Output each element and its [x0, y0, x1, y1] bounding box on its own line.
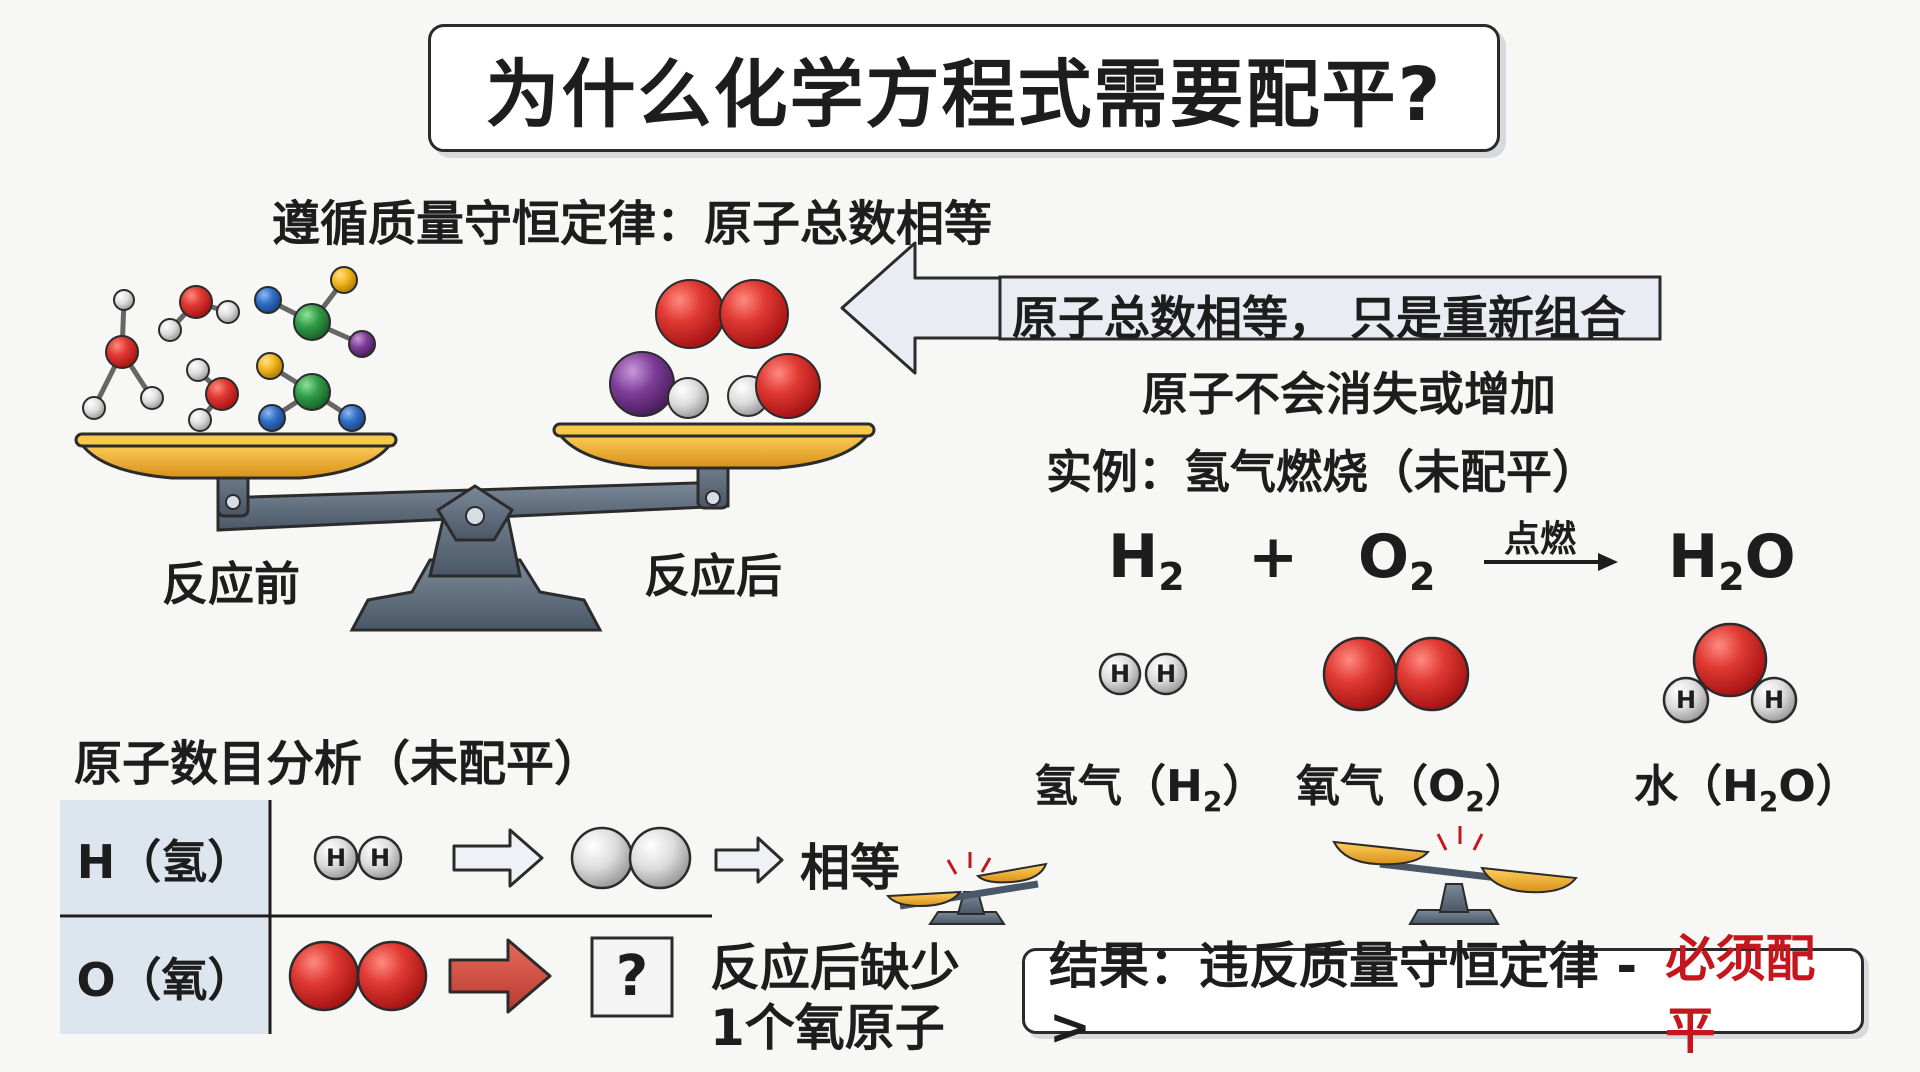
principle-text: 遵循质量守恒定律：原子总数相等 — [272, 196, 993, 252]
small-scale-table — [886, 852, 1048, 925]
arrow-label-box — [998, 275, 1662, 341]
small-scale-result — [1332, 826, 1578, 925]
equation-h2o: H2O — [1668, 522, 1796, 599]
atom-label: H — [1676, 686, 1697, 714]
h-row-reactant — [313, 835, 403, 881]
left-pan — [77, 440, 395, 480]
equation-plus: + — [1248, 522, 1299, 592]
row-label-o: O（氧） — [76, 953, 254, 1007]
reaction-arrow-icon — [1484, 553, 1618, 571]
title-box: 为什么化学方程式需要配平? — [428, 24, 1500, 152]
equal-arrow-icon — [714, 836, 784, 884]
example-h2o-molecule — [1662, 622, 1798, 724]
name-h2o: 水（H2O） — [1634, 761, 1860, 818]
arrow-note-line2: 原子不会消失或增加 — [1142, 367, 1556, 421]
h-row-product — [570, 826, 692, 890]
balance-left-label: 反应前 — [162, 557, 300, 611]
o-row-result-line1: 反应后缺少 — [710, 939, 960, 997]
equation-o2: O2 — [1358, 522, 1436, 599]
reactant-molecules — [82, 266, 376, 432]
o-row-result-line2: 1个氧原子 — [710, 999, 945, 1057]
h-row-arrow-icon — [452, 828, 544, 888]
question-mark: ? — [615, 944, 649, 1009]
example-heading: 实例：氢气燃烧（未配平） — [1046, 445, 1598, 499]
result-emphasis: 必须配平 — [1665, 930, 1816, 1060]
page-title: 为什么化学方程式需要配平? — [485, 51, 1443, 138]
h-row-result: 相等 — [800, 839, 900, 897]
scale-base — [349, 558, 603, 632]
product-atoms — [609, 279, 821, 419]
example-h2-molecule — [1098, 652, 1188, 696]
atom-label: H — [1764, 686, 1785, 714]
atom-label: H — [370, 844, 391, 872]
name-o2: 氧气（O2） — [1296, 761, 1529, 818]
missing-atom-box — [590, 936, 674, 1018]
arrow-note-line1: 原子总数相等， 只是重新组合 — [1012, 291, 1627, 345]
atom-label: H — [326, 844, 347, 872]
atom-label: H — [1110, 660, 1131, 688]
analysis-heading: 原子数目分析（未配平） — [74, 736, 603, 792]
result-text: 结果：违反质量守恒定律 -> — [1049, 937, 1638, 1056]
atom-label: H — [1156, 660, 1177, 688]
o-row-reactant — [288, 940, 428, 1012]
reaction-condition: 点燃 — [1504, 519, 1577, 560]
equation-h2: H2 — [1108, 522, 1185, 599]
balance-scale — [74, 422, 876, 632]
right-pan — [555, 430, 873, 470]
result-box: 结果：违反质量守恒定律 -> 必须配平 — [1022, 930, 1864, 1060]
example-o2-molecule — [1322, 636, 1470, 712]
balance-right-label: 反应后 — [644, 549, 782, 603]
row-label-h: H（氢） — [76, 835, 254, 889]
analysis-table — [60, 800, 712, 1034]
o-row-arrow-icon — [448, 938, 552, 1014]
name-h2: 氢气（H2） — [1034, 761, 1267, 818]
